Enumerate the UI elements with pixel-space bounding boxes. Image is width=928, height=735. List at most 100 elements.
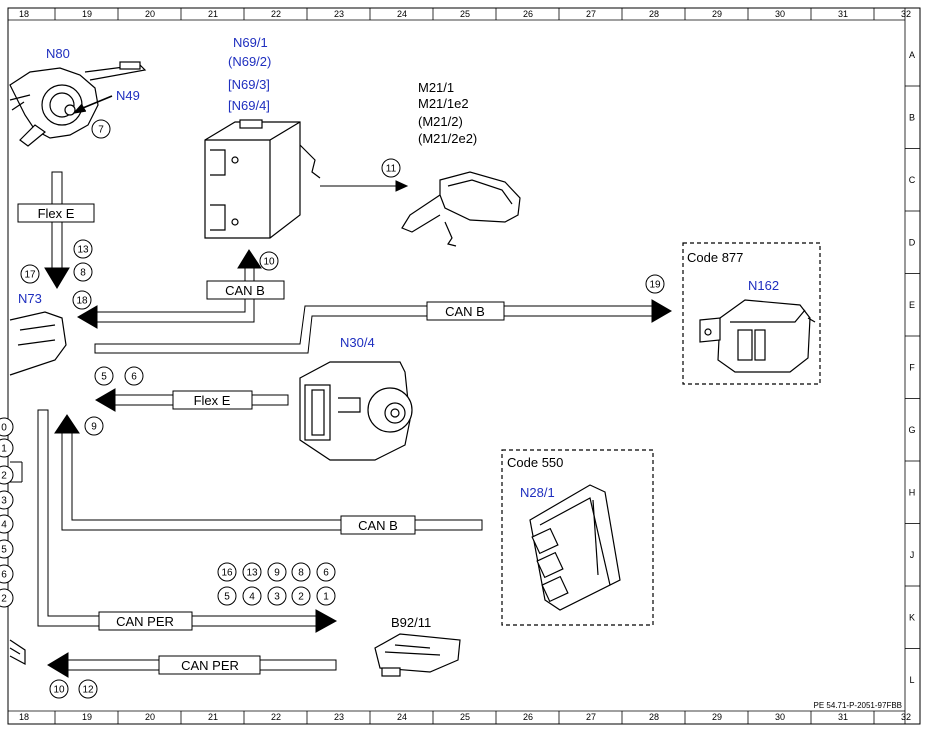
flex-e-mid-arrowhead [95,388,116,412]
column-label-19-bottom: 19 [82,712,92,722]
column-label-28-top: 28 [649,9,659,19]
bus-label-can-b-long: CAN B [445,304,485,319]
b92-sensor-drawing [374,633,461,677]
label-n69-1: N69/1 [233,35,268,50]
column-label-27-bottom: 27 [586,712,596,722]
callout-left-partial-5: 5 [1,545,7,556]
row-label-D: D [909,238,916,248]
callout-7: 7 [98,125,104,136]
column-label-21-bottom: 21 [208,712,218,722]
label-n28-1: N28/1 [520,485,555,500]
callout-left-partial-3-circle [0,490,14,510]
callout-left-partial-7-circle [0,588,14,608]
column-label-21-top: 21 [208,9,218,19]
exterior-mirror-drawing [401,171,521,247]
callout-grid-top-9: 9 [274,568,280,579]
callout-grid-top-13: 13 [246,568,258,579]
label-m21-1e2: M21/1e2 [418,96,469,111]
column-label-22-top: 22 [271,9,281,19]
column-label-20-bottom: 20 [145,712,155,722]
column-label-20-top: 20 [145,9,155,19]
column-label-22-bottom: 22 [271,712,281,722]
code-877-box [682,242,821,385]
column-label-26-top: 26 [523,9,533,19]
callout-10-bottom: 10 [53,685,65,696]
row-label-A: A [909,50,915,60]
row-label-G: G [908,425,915,435]
callout-19: 19 [649,280,661,291]
column-label-18-bottom: 18 [19,712,29,722]
callout-left-partial-1: 1 [1,444,7,455]
callout-left-partial-0-circle [0,417,14,437]
code-550-box [501,449,654,626]
label-n73: N73 [18,291,42,306]
callout-grid-top-6-circle [316,562,336,582]
drawing-reference: PE 54.71-P-2051-97FBB [814,701,903,710]
n162-module-drawing [699,299,816,373]
callout-6: 6 [131,372,137,383]
column-label-32-top: 32 [901,9,911,19]
callout-12-circle [78,679,98,699]
can-b-door-arrowhead-left [77,305,98,329]
callout-18-circle [72,290,92,310]
callout-grid-top-16: 16 [221,568,233,579]
callout-left-partial-0: 0 [1,423,7,434]
column-label-23-top: 23 [334,9,344,19]
callout-10: 10 [263,257,275,268]
label-n162: N162 [748,278,779,293]
bus-label-can-per-1: CAN PER [116,614,174,629]
label-n80: N80 [46,46,70,61]
callout-grid-top-8-circle [291,562,311,582]
can-b-lower-arrowhead [54,414,80,434]
n28-module-drawing [529,484,621,611]
column-label-25-top: 25 [460,9,470,19]
label-m21-1: M21/1 [418,80,454,95]
label-b92-11: B92/11 [391,615,431,630]
callout-19-circle [645,274,665,294]
column-label-27-top: 27 [586,9,596,19]
callout-grid-top-6: 6 [323,568,329,579]
callout-7-circle [91,119,111,139]
can-per-1-arrowhead [315,609,338,633]
column-ticks: 1818191920202121222223232424252526262727… [19,8,911,724]
bus-label-flex-e-top: Flex E [38,206,75,221]
column-label-23-bottom: 23 [334,712,344,722]
column-label-30-bottom: 30 [775,712,785,722]
callout-17: 17 [24,270,36,281]
row-label-E: E [909,300,915,310]
label-m21-2e2: (M21/2e2) [418,131,477,146]
callout-11-circle [381,158,401,178]
bus-label-can-b-lower: CAN B [358,518,398,533]
label-code-550: Code 550 [507,455,563,470]
can-b-long-arrowhead [651,299,672,323]
column-label-24-top: 24 [397,9,407,19]
column-label-29-bottom: 29 [712,712,722,722]
column-label-24-bottom: 24 [397,712,407,722]
callout-9: 9 [91,422,97,433]
flex-e-top-arrowhead [44,267,70,289]
callout-grid-top-16-circle [217,562,237,582]
callout-left-partial-4: 4 [1,520,7,531]
column-label-31-bottom: 31 [838,712,848,722]
callout-grid-top-9-circle [267,562,287,582]
steering-column-module-drawing [9,61,147,147]
frame-border [7,7,921,725]
callout-grid-bottom-5-circle [217,586,237,606]
callout-left-partial-2: 2 [1,471,7,482]
callout-18: 18 [76,296,88,307]
callout-left-partial-6-circle [0,564,14,584]
bus-label-flex-e-mid: Flex E [194,393,231,408]
callout-13-circle [73,239,93,259]
column-label-31-top: 31 [838,9,848,19]
column-label-19-top: 19 [82,9,92,19]
callout-left-partial-6: 6 [1,570,7,581]
callout-grid-bottom-5: 5 [224,592,230,603]
callout-left-partial-3: 3 [1,496,7,507]
callout-left-partial-1-circle [0,438,14,458]
callout-grid-bottom-4-circle [242,586,262,606]
can-per-2-arrowhead [47,652,69,678]
row-label-K: K [909,613,915,623]
left-edge-connector [9,639,26,665]
callout-5-circle [94,366,114,386]
